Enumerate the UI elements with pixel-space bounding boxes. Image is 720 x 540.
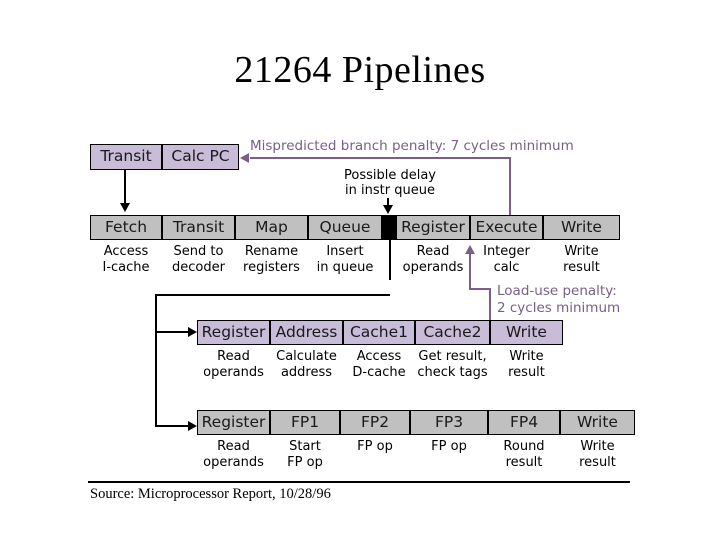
desc-fp-fp1: Start FP op — [270, 439, 340, 472]
desc-int-fetch-line1: Access — [103, 244, 149, 259]
desc-mem-register-line2: operands — [203, 365, 264, 381]
connector-transit-to-fetch — [124, 170, 126, 205]
desc-int-transit-line1: Send to — [173, 244, 224, 259]
issue-bracket-top — [155, 294, 390, 296]
desc-int-register-line2: operands — [402, 260, 464, 276]
issue-branch-fp — [155, 425, 191, 427]
issue-branch-memory — [155, 331, 191, 333]
desc-fp-fp2: FP op — [340, 439, 410, 455]
stage-int-fetch[interactable]: Fetch — [90, 215, 162, 240]
page-title: 21264 Pipelines — [234, 49, 486, 91]
source-citation: Source: Microprocessor Report, 10/28/96 — [90, 486, 331, 502]
stage-mem-cache2[interactable]: Cache2 — [415, 320, 490, 345]
desc-int-transit: Send to decoder — [162, 244, 235, 277]
desc-int-transit-line2: decoder — [172, 260, 225, 276]
desc-mem-write-line1: Write — [509, 349, 544, 364]
stage-fp-fp4[interactable]: FP4 — [488, 410, 560, 435]
stage-fp-register[interactable]: Register — [197, 410, 270, 435]
stage-int-write[interactable]: Write — [543, 215, 620, 240]
desc-mem-cache2: Get result, check tags — [415, 349, 490, 382]
load-use-path-vertical-left — [469, 253, 471, 290]
desc-int-write-line2: result — [563, 260, 600, 276]
desc-mem-address-line2: address — [280, 365, 333, 381]
stage-fp-fp2[interactable]: FP2 — [340, 410, 410, 435]
load-use-path-horizontal — [469, 288, 491, 290]
desc-int-queue-line1: Insert — [326, 244, 364, 259]
desc-int-execute-line1: Integer — [483, 244, 530, 259]
desc-fp-fp4-line2: result — [505, 455, 543, 471]
desc-fp-fp4: Round result — [488, 439, 560, 472]
desc-mem-address-line1: Calculate — [276, 349, 337, 364]
stage-mem-write[interactable]: Write — [490, 320, 563, 345]
desc-mem-write-line2: result — [508, 365, 545, 381]
mispredict-path-horizontal — [250, 157, 511, 159]
desc-int-fetch: Access I-cache — [90, 244, 162, 277]
stage-int-register[interactable]: Register — [396, 215, 470, 240]
annotation-queue-delay-line1: Possible delay — [343, 168, 436, 183]
annotation-queue-delay-line2: in instr queue — [345, 183, 435, 198]
stage-mem-register[interactable]: Register — [197, 320, 270, 345]
desc-fp-fp3-line1: FP op — [431, 439, 467, 454]
stage-int-queue[interactable]: Queue — [308, 215, 382, 240]
desc-fp-write-line1: Write — [580, 439, 615, 454]
desc-int-register-line1: Read — [416, 244, 450, 259]
desc-mem-cache2-line2: check tags — [417, 365, 488, 381]
desc-fp-write-line2: result — [579, 455, 616, 471]
desc-fp-write: Write result — [560, 439, 635, 472]
arrowhead-mispredict-to-calc-pc — [240, 153, 249, 163]
issue-bracket-spine — [155, 294, 157, 427]
desc-fp-fp1-line1: Start — [289, 439, 321, 454]
mispredict-path-vertical — [509, 157, 511, 217]
desc-mem-cache2-line1: Get result, — [418, 349, 487, 364]
desc-mem-register: Read operands — [197, 349, 270, 382]
desc-int-execute-line2: calc — [493, 260, 520, 276]
desc-int-fetch-line2: I-cache — [102, 260, 150, 276]
arrowhead-issue-memory — [188, 327, 197, 337]
stage-int-execute[interactable]: Execute — [470, 215, 543, 240]
desc-mem-address: Calculate address — [270, 349, 343, 382]
desc-int-queue-line2: in queue — [316, 260, 374, 276]
arrowhead-queue-delay — [383, 205, 393, 214]
desc-int-execute: Integer calc — [470, 244, 543, 277]
desc-int-queue: Insert in queue — [308, 244, 382, 277]
annotation-mispredict-penalty: Mispredicted branch penalty: 7 cycles mi… — [250, 138, 574, 154]
desc-int-map-line1: Rename — [244, 244, 299, 259]
stage-mem-address[interactable]: Address — [270, 320, 343, 345]
desc-fp-fp1-line2: FP op — [287, 455, 323, 471]
desc-fp-fp2-line1: FP op — [357, 439, 393, 454]
desc-int-map: Rename registers — [235, 244, 308, 277]
desc-int-register: Read operands — [396, 244, 470, 277]
queue-delay-pointer-line — [387, 198, 389, 208]
stage-fp-fp1[interactable]: FP1 — [270, 410, 340, 435]
desc-mem-register-line1: Read — [217, 349, 250, 364]
stage-int-delay-block — [382, 215, 396, 240]
annotation-load-use-line2: 2 cycles minimum — [497, 300, 621, 316]
stage-int-transit[interactable]: Transit — [162, 215, 235, 240]
desc-mem-cache1-line2: D-cache — [352, 365, 406, 381]
desc-fp-register: Read operands — [197, 439, 270, 472]
arrowhead-load-use-to-execute — [465, 245, 475, 254]
desc-int-map-line2: registers — [243, 260, 300, 276]
desc-fp-fp4-line1: Round — [503, 439, 545, 454]
arrowhead-issue-fp — [188, 421, 197, 431]
desc-mem-write: Write result — [490, 349, 563, 382]
stage-mem-cache1[interactable]: Cache1 — [343, 320, 415, 345]
stage-front-transit[interactable]: Transit — [90, 144, 162, 170]
desc-int-write: Write result — [543, 244, 620, 277]
desc-int-write-line1: Write — [564, 244, 599, 259]
desc-mem-cache1-line1: Access — [356, 349, 402, 364]
desc-fp-register-line1: Read — [217, 439, 250, 454]
arrowhead-transit-to-fetch — [120, 203, 130, 212]
stage-fp-fp3[interactable]: FP3 — [410, 410, 488, 435]
stage-int-map[interactable]: Map — [235, 215, 308, 240]
load-use-path-vertical-right — [489, 288, 491, 320]
footer-divider — [88, 481, 630, 483]
stage-fp-write[interactable]: Write — [560, 410, 635, 435]
desc-fp-register-line2: operands — [203, 455, 264, 471]
desc-fp-fp3: FP op — [410, 439, 488, 455]
desc-mem-cache1: Access D-cache — [343, 349, 415, 382]
stage-front-calc-pc[interactable]: Calc PC — [162, 144, 239, 170]
divider-int-queue-register — [389, 240, 391, 280]
annotation-load-use-line1: Load-use penalty: — [497, 283, 617, 299]
